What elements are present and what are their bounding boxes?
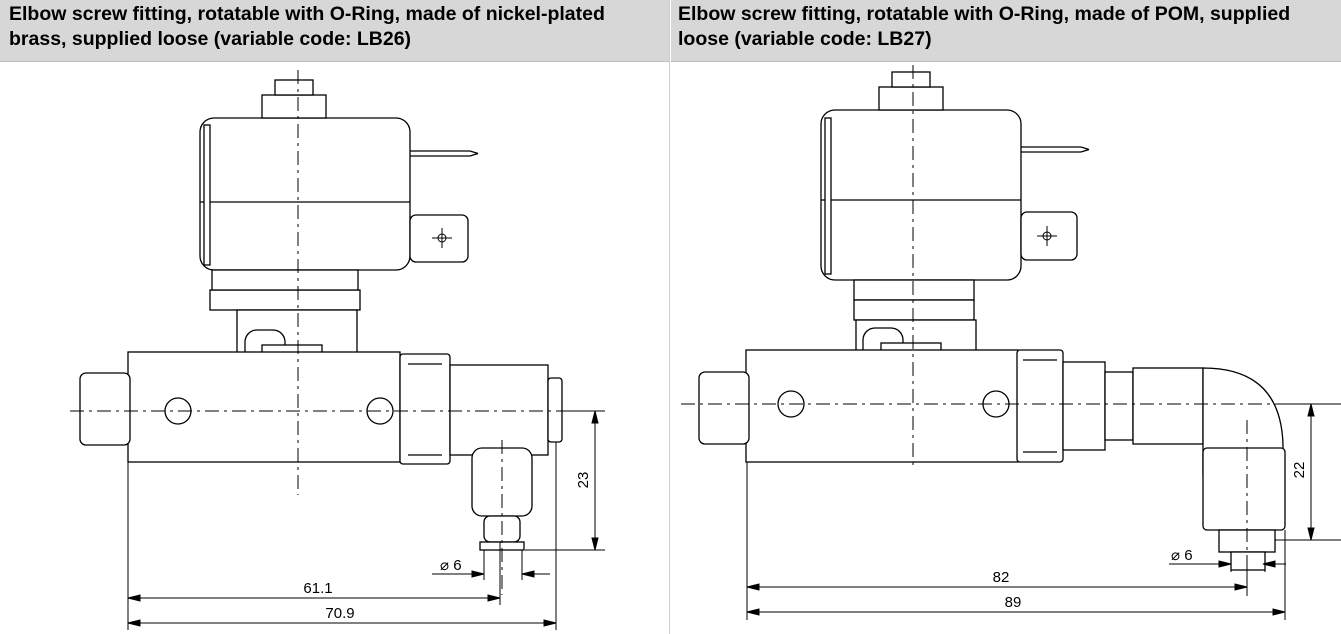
dim-diameter: ⌀ 6 [1171,547,1193,564]
technical-drawing-lb26: 23 ⌀ 6 61.1 70.9 [70,70,605,630]
panel-title: Elbow screw fitting, rotatable with O-Ri… [0,0,669,62]
panel-title: Elbow screw fitting, rotatable with O-Ri… [671,0,1341,62]
panel-lb27: Elbow screw fitting, rotatable with O-Ri… [671,0,1341,634]
dim-length-outer: 70.9 [325,605,354,622]
dim-length-inner: 82 [993,569,1010,586]
coil-body [199,117,411,271]
dim-length-inner: 61.1 [303,580,332,597]
dim-diameter: ⌀ 6 [440,557,462,574]
dim-height: 22 [1291,462,1308,479]
technical-drawing-lb27: 22 ⌀ 6 82 89 [681,65,1341,620]
dim-height: 23 [575,472,592,489]
dim-length-outer: 89 [1005,594,1022,611]
panel-lb26: Elbow screw fitting, rotatable with O-Ri… [0,0,670,634]
